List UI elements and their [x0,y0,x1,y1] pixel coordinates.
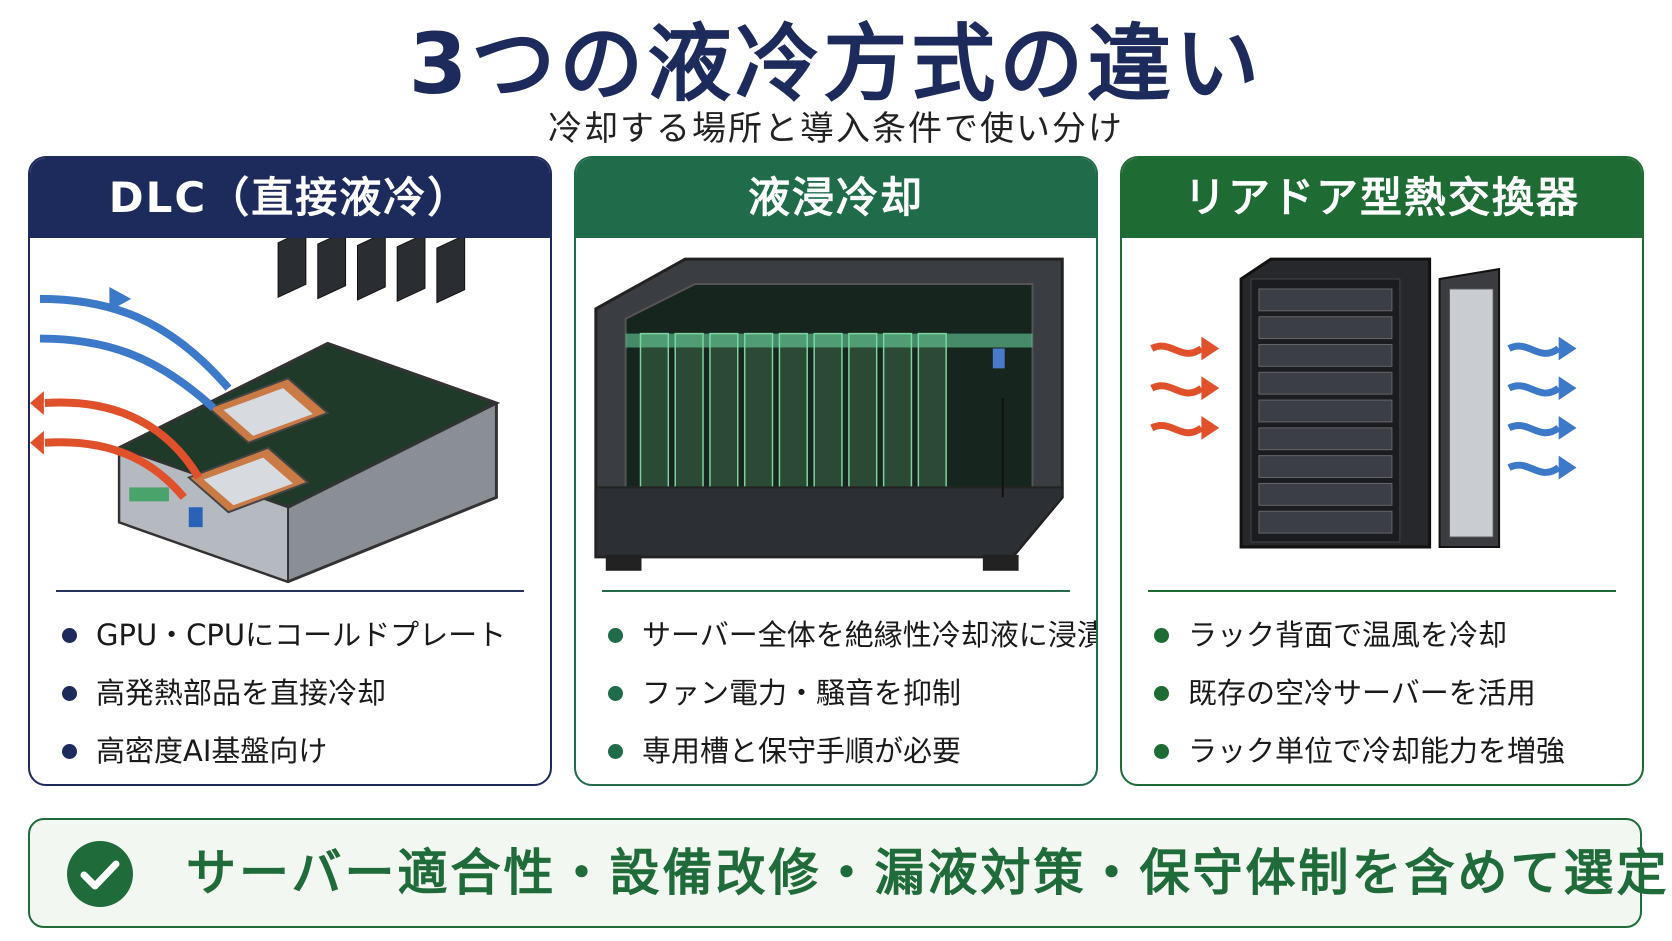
card-immersion: 液浸冷却 サーバー全体を絶縁性冷却液に浸漬 ファン電力・騒音を抑制 専用槽と保守… [574,156,1098,786]
rack-door-illustration [1150,257,1577,549]
summary-text: サーバー適合性・設備改修・漏液対策・保守体制を含めて選定 [186,844,1670,902]
bullet-list-dlc: GPU・CPUにコールドプレート 高発熱部品を直接冷却 高密度AI基盤向け [60,606,530,780]
check-circle-icon [67,841,133,907]
list-item: 専用槽と保守手順が必要 [606,722,1076,780]
bullet-dot-icon [1154,744,1169,759]
list-item: ファン電力・騒音を抑制 [606,664,1076,722]
summary-banner: サーバー適合性・設備改修・漏液対策・保守体制を含めて選定 [28,818,1670,928]
card-divider [1148,590,1616,592]
bullet-dot-icon [608,628,623,643]
list-item: 高発熱部品を直接冷却 [60,664,530,722]
bullet-list-immersion: サーバー全体を絶縁性冷却液に浸漬 ファン電力・騒音を抑制 専用槽と保守手順が必要 [606,606,1096,780]
bullet-list-rear-door: ラック背面で温風を冷却 既存の空冷サーバーを活用 ラック単位で冷却能力を増強 [1152,606,1622,780]
list-item: ラック単位で冷却能力を増強 [1152,722,1622,780]
card-header-rear-door: リアドア型熱交換器 [1122,158,1642,238]
bullet-dot-icon [608,686,623,701]
bullet-dot-icon [62,744,77,759]
list-item: ラック背面で温風を冷却 [1152,606,1622,664]
card-header-dlc: DLC（直接液冷） [30,158,550,238]
arrow-in-icon [109,286,132,311]
cool-air-arrow-icon [1558,336,1577,361]
list-item: 高密度AI基盤向け [60,722,530,780]
card-rear-door: リアドア型熱交換器 ラック背面で温風を冷却 [1120,156,1644,786]
hot-air-arrow-icon [1201,336,1220,361]
card-divider [56,590,524,592]
bullet-dot-icon [62,686,77,701]
card-header-immersion: 液浸冷却 [576,158,1096,238]
immersion-tank-illustration [594,257,1064,571]
bullet-dot-icon [1154,628,1169,643]
server-board-illustration [30,238,501,584]
list-item: 既存の空冷サーバーを活用 [1152,664,1622,722]
arrow-out-icon [30,391,44,415]
page-subtitle: 冷却する場所と導入条件で使い分け [548,109,1124,149]
bullet-dot-icon [62,628,77,643]
card-divider [602,590,1070,592]
bullet-dot-icon [1154,686,1169,701]
bullet-dot-icon [608,744,623,759]
list-item: GPU・CPUにコールドプレート [60,606,530,664]
list-item: サーバー全体を絶縁性冷却液に浸漬 [606,606,1096,664]
card-dlc: DLC（直接液冷） GPU・CPUにコールドプレート 高発熱部品を直接冷却 高密… [28,156,552,786]
page-title: 3つの液冷方式の違い [408,15,1264,113]
